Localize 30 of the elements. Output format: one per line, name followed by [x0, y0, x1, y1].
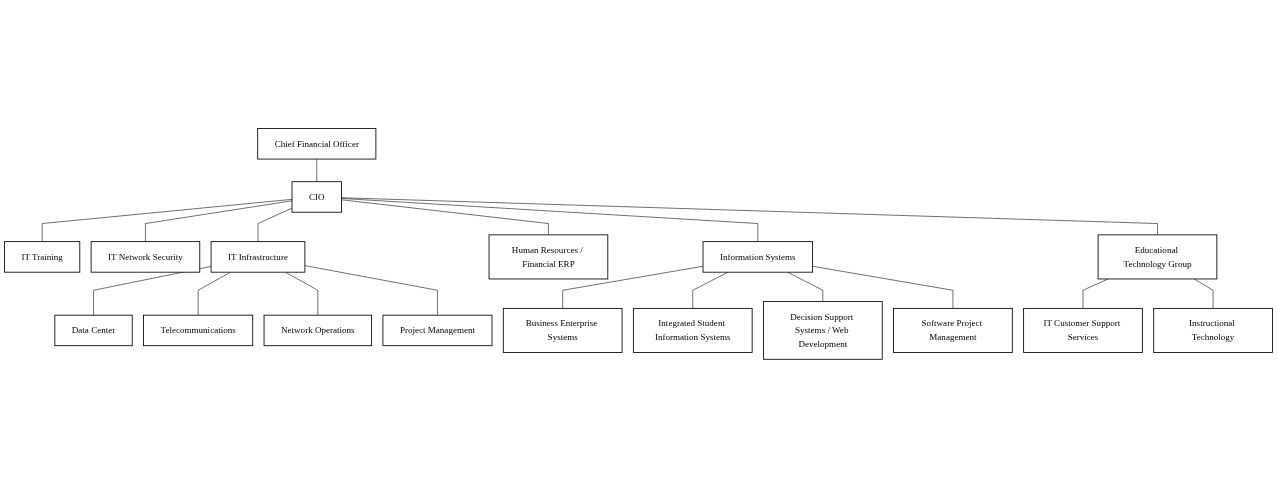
node-box: Human Resources / Financial ERP — [488, 234, 609, 279]
connector — [341, 197, 1158, 235]
connector — [341, 199, 549, 235]
node-box: Chief Financial Officer — [257, 127, 377, 160]
connector — [257, 207, 293, 242]
node-box: Software Project Management — [893, 307, 1013, 353]
node-box: IT Training — [4, 240, 81, 273]
node-box: Network Operations — [263, 314, 373, 346]
node-box: Integrated Student Information Systems — [632, 307, 753, 353]
connector — [304, 264, 438, 316]
node-box: Business Enterprise Systems — [502, 307, 623, 353]
node-box: Data Center — [54, 314, 133, 346]
connector — [787, 271, 824, 302]
node-box: Telecommunications — [143, 314, 254, 346]
node-box: IT Customer Support Services — [1023, 307, 1143, 353]
connector — [562, 265, 704, 309]
connector — [145, 200, 293, 242]
node-box: Information Systems — [702, 240, 813, 273]
node-box: Educational Technology Group — [1097, 234, 1218, 279]
node-box: IT Network Security — [90, 240, 201, 273]
node-box: Instructional Technology — [1153, 307, 1273, 353]
node-box: CIO — [291, 180, 342, 213]
connector — [812, 265, 954, 309]
connector — [316, 158, 318, 182]
node-box: Decision Support Systems / Web Development — [763, 300, 883, 360]
connector — [692, 271, 729, 309]
connector — [341, 197, 759, 242]
node-box: IT Infrastructure — [210, 240, 306, 273]
connector — [41, 198, 293, 242]
node-box: Project Management — [382, 314, 493, 346]
